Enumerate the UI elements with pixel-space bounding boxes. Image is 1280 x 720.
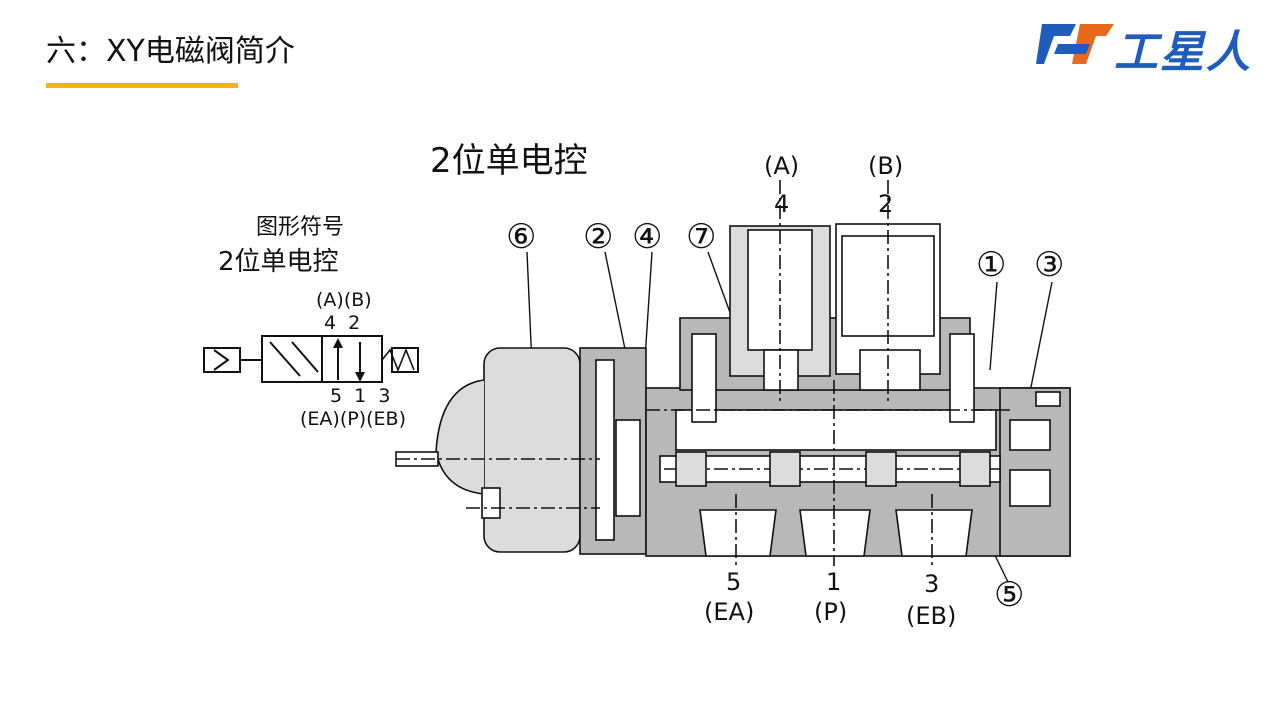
symbol-bottom-port-names: (EA)(P)(EB) (300, 408, 406, 430)
company-logo-icon (1036, 24, 1114, 64)
callout-5: ⑤ (994, 575, 1024, 615)
diagram-title: 2位单电控 (430, 141, 588, 181)
port-3-name: (EB) (906, 602, 956, 630)
port-1-number: 1 (826, 568, 841, 596)
symbol-heading: 图形符号 (256, 215, 344, 240)
callout-3: ③ (1034, 245, 1064, 285)
port-1-name: (P) (814, 598, 847, 626)
page-title: 六：XY电磁阀简介 (46, 34, 295, 69)
valve-cross-section (395, 180, 1071, 566)
port-b-name: (B) (868, 152, 903, 180)
port-5-name: (EA) (704, 598, 754, 626)
symbol-bottom-port-numbers: 5 1 3 (330, 385, 390, 407)
symbol-top-port-numbers: 4 2 (324, 312, 360, 334)
company-logo-text: 工星人 (1114, 27, 1252, 78)
callout-2: ② (583, 217, 613, 257)
symbol-top-port-names: (A)(B) (316, 289, 372, 311)
graphic-symbol: 图形符号 2位单电控 (A)(B) 4 2 5 1 3 (EA)(P)(EB) (203, 215, 419, 430)
title-underline (46, 83, 238, 88)
port-3-number: 3 (924, 570, 939, 598)
callout-4: ④ (632, 217, 662, 257)
callout-7: ⑦ (686, 217, 716, 257)
symbol-subheading: 2位单电控 (218, 247, 339, 277)
port-5-number: 5 (726, 568, 741, 596)
port-b-number: 2 (878, 190, 893, 218)
port-a-name: (A) (764, 152, 799, 180)
port-a-number: 4 (774, 190, 789, 218)
callout-1: ① (976, 245, 1006, 285)
callout-6: ⑥ (506, 217, 536, 257)
